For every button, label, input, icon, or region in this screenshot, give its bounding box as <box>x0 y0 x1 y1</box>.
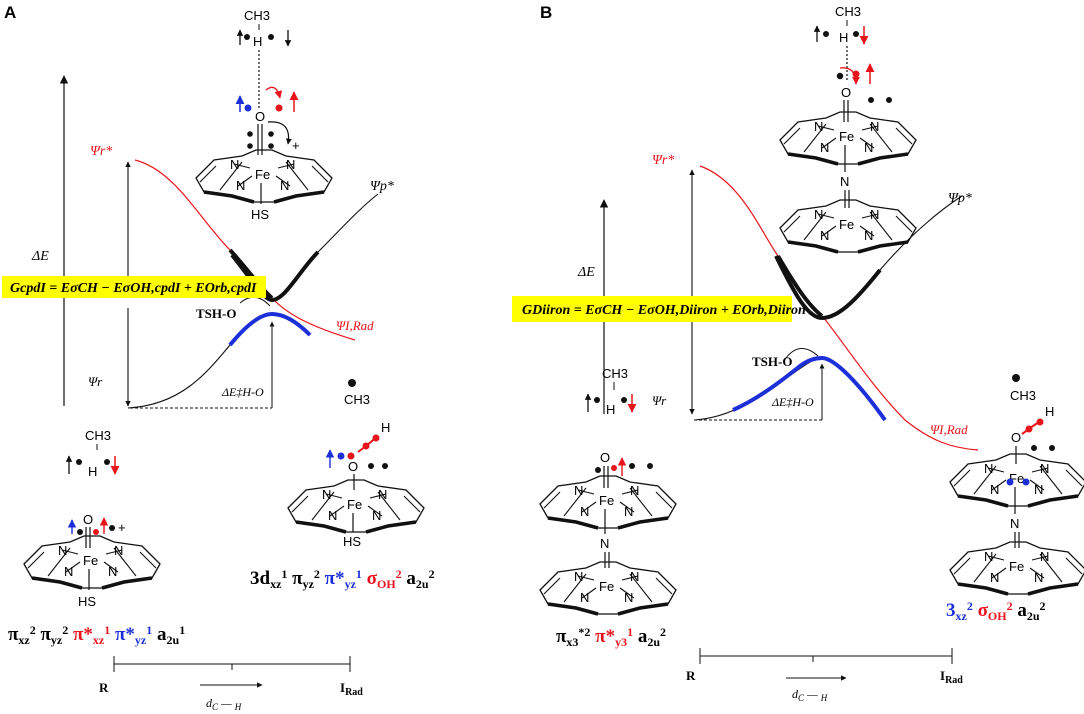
axis-a-variable-label: dC — H <box>206 696 242 712</box>
svg-text:H: H <box>606 402 615 417</box>
config-a-left: πxz2 πyz2 π*xz1 π*yz1 a2u1 <box>8 623 185 647</box>
svg-text:+: + <box>118 520 126 535</box>
panel-a-letter: A <box>4 3 16 22</box>
delta-e-label: ΔE <box>31 249 49 264</box>
plus-label: + <box>292 138 300 153</box>
psi-p-star-label: Ψp* <box>370 179 394 194</box>
svg-text:N: N <box>1010 516 1019 531</box>
panel-b-intermediate-complex: CH3 H O N <box>948 374 1084 596</box>
equation-b-highlight-box <box>512 296 792 322</box>
equation-b: GDiiron = EσCH − EσOH,Diiron + EOrb,Diir… <box>522 303 806 318</box>
svg-text:H: H <box>839 30 848 45</box>
psi-r-star-label: Ψr* <box>90 144 112 159</box>
psi-r-label: Ψr <box>88 374 103 389</box>
red-curved-arrow-icon <box>265 86 283 99</box>
svg-text:Ψr*: Ψr* <box>652 153 674 168</box>
blue-electron-dot-icon <box>244 104 252 112</box>
svg-text:CH3: CH3 <box>85 428 111 443</box>
oxygen-label: O <box>255 109 265 124</box>
curved-arrow-icon <box>267 121 292 145</box>
panel-a-top-complex: CH3 H O + HS <box>194 8 334 222</box>
panel-b: B CH3 H O N <box>512 3 1084 703</box>
svg-text:H: H <box>88 464 97 479</box>
transition-state-label: TSH-O <box>196 306 236 321</box>
psi-r-curve <box>127 313 311 409</box>
thiolate-label: HS <box>251 207 269 222</box>
svg-text:H: H <box>1045 404 1054 419</box>
barrier-label: ΔE‡H-O <box>221 385 264 399</box>
panel-a-reactant-complex: CH3 H O + HS <box>22 428 162 609</box>
svg-text:dC — H: dC — H <box>792 687 828 703</box>
panel-b-top-complex: CH3 H O N <box>778 4 918 254</box>
axis-a-right-label: IRad <box>340 680 363 698</box>
svg-text:Ψp*: Ψp* <box>948 191 972 206</box>
equation-highlight-box <box>2 276 266 298</box>
methyl-label: CH3 <box>244 8 270 23</box>
svg-text:HS: HS <box>343 534 361 549</box>
panel-a-intermediate-complex: CH3 H O HS <box>286 379 426 549</box>
svg-text:ΔE: ΔE <box>577 265 595 280</box>
svg-text:IRad: IRad <box>940 668 963 686</box>
config-a-right: 3dxz1 πyz2 π*yz1 σOH2 a2u2 <box>250 567 435 591</box>
equation-a: GcpdI = EσCH − EσOH,cpdI + EOrb,cpdI <box>10 281 257 296</box>
svg-text:R: R <box>686 668 696 683</box>
electron-dot-icon <box>268 34 274 40</box>
electron-dot-icon <box>244 34 250 40</box>
svg-text:H: H <box>381 420 390 435</box>
svg-text:ΨI,Rad: ΨI,Rad <box>930 422 968 437</box>
svg-text:O: O <box>841 85 851 100</box>
psi-r-thick-blue-segment <box>228 311 312 347</box>
axis-a-left-label: R <box>99 680 109 695</box>
svg-text:HS: HS <box>78 594 96 609</box>
panel-a: A CH3 H O + HS <box>2 3 435 712</box>
svg-text:N: N <box>840 174 849 189</box>
svg-text:O: O <box>83 512 93 527</box>
svg-text:CH3: CH3 <box>602 366 628 381</box>
svg-text:CH3: CH3 <box>1010 388 1036 403</box>
svg-text:CH3: CH3 <box>835 4 861 19</box>
panel-b-reactant-complex: CH3 H O N <box>538 366 678 616</box>
red-electron-dot-icon <box>275 104 283 112</box>
psi-irad-label: ΨI,Rad <box>336 318 374 333</box>
svg-text:ΔE‡H-O: ΔE‡H-O <box>771 395 814 409</box>
config-b-left: πx3*2 π*y31 a2u2 <box>556 625 666 649</box>
svg-text:TSH-O: TSH-O <box>752 354 792 369</box>
svg-text:O: O <box>600 450 610 465</box>
hydrogen-label: H <box>253 34 262 49</box>
svg-text:O: O <box>348 459 358 474</box>
svg-text:O: O <box>1011 430 1021 445</box>
config-b-right: 3xz2 σOH2 a2u2 <box>946 599 1046 623</box>
panel-b-letter: B <box>540 3 552 22</box>
svg-text:Ψr: Ψr <box>652 393 667 408</box>
svg-text:N: N <box>600 536 609 551</box>
svg-text:CH3: CH3 <box>344 392 370 407</box>
